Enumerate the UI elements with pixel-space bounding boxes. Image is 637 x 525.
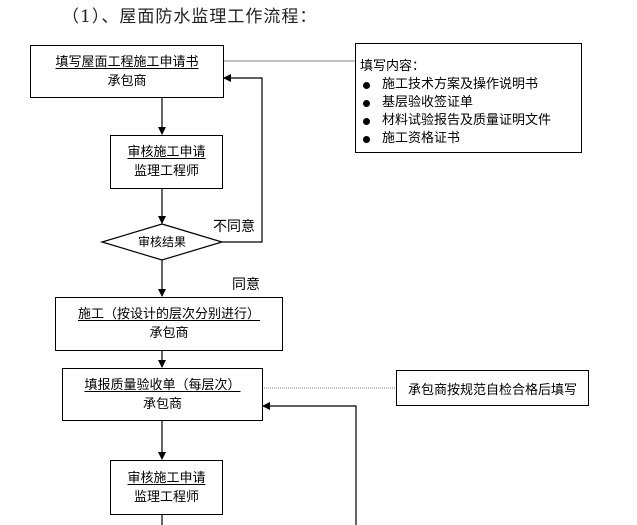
page-title: （1）、屋面防水监理工作流程： — [62, 7, 318, 27]
step-action: 审核施工申请 — [127, 470, 206, 486]
approve-label: 同意 — [232, 277, 260, 293]
info-item: 材料试验报告及质量证明文件 — [360, 112, 581, 130]
info-heading: 填写内容： — [360, 59, 426, 74]
step-role: 承包商 — [149, 326, 189, 341]
bullet-icon — [363, 100, 370, 107]
bullet-icon — [363, 136, 370, 143]
step-box-review-2: 审核施工申请 监理工程师 — [110, 460, 223, 515]
step-action: 填写屋面工程施工申请书 — [55, 54, 199, 70]
step-box-apply: 填写屋面工程施工申请书 承包商 — [30, 45, 224, 98]
info-box: 填写内容： 施工技术方案及操作说明书 基层验收签证单 材料试验报告及质量证明文件… — [355, 43, 582, 153]
bullet-icon — [363, 82, 370, 89]
step-role: 监理工程师 — [133, 164, 199, 179]
step-role: 监理工程师 — [133, 489, 199, 505]
info-item: 施工资格证书 — [360, 130, 581, 148]
info-item: 施工技术方案及操作说明书 — [360, 76, 581, 94]
arrow-return-loop — [262, 402, 357, 525]
step-box-review: 审核施工申请 监理工程师 — [110, 135, 223, 189]
info-list: 施工技术方案及操作说明书 基层验收签证单 材料试验报告及质量证明文件 施工资格证… — [360, 76, 581, 148]
step-action: 施工（按设计的层次分别进行） — [77, 307, 260, 322]
step-role: 承包商 — [107, 73, 147, 89]
step-action: 填报质量验收单（每层次） — [84, 377, 241, 393]
decision-label: 审核结果 — [137, 235, 186, 249]
note-box: 承包商按规范自检合格后填写 — [396, 370, 589, 406]
reject-label: 不同意 — [213, 219, 255, 235]
step-action: 审核施工申请 — [127, 145, 206, 160]
bullet-icon — [363, 118, 370, 125]
step-role: 承包商 — [142, 396, 182, 412]
info-item: 基层验收签证单 — [360, 94, 581, 112]
step-box-construct: 施工（按设计的层次分别进行） 承包商 — [55, 297, 283, 351]
step-box-inspection-form: 填报质量验收单（每层次） 承包商 — [62, 368, 263, 421]
arrow-reject-loop — [222, 74, 263, 243]
